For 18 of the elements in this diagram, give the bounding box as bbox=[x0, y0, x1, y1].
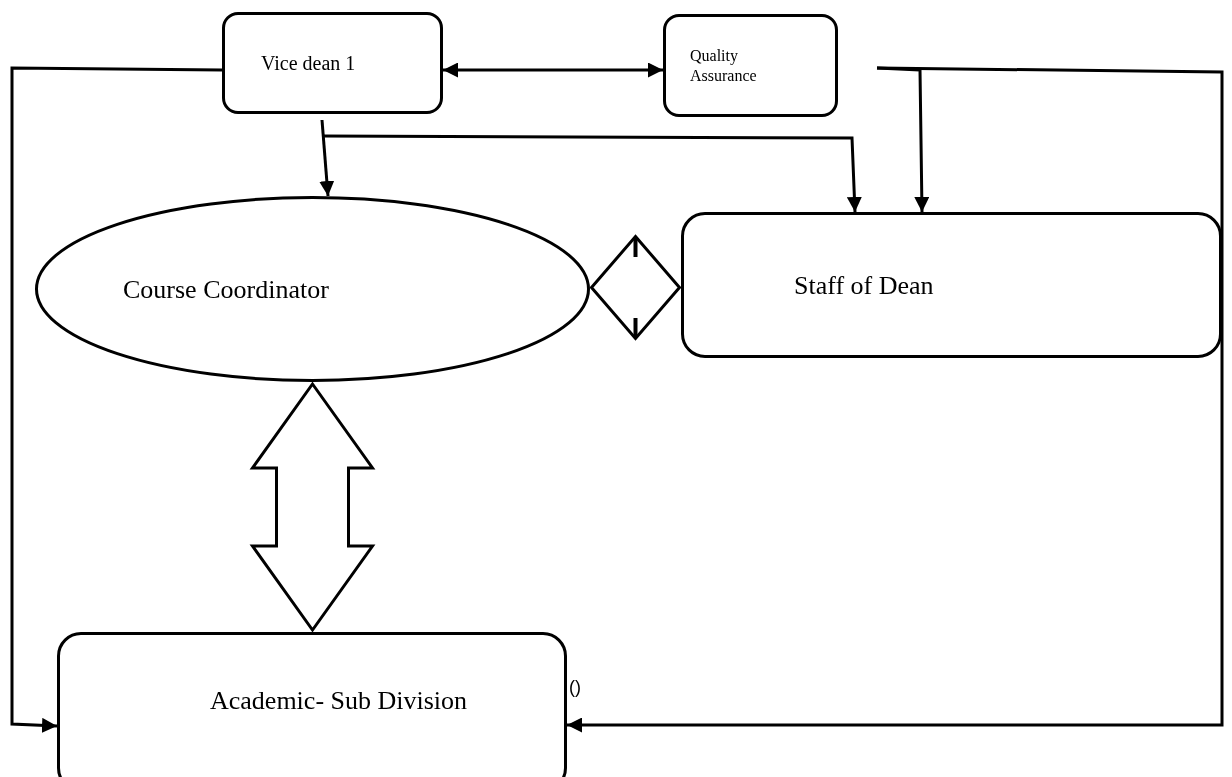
node-label: Quality Assurance bbox=[690, 45, 758, 86]
node-label: Course Coordinator bbox=[123, 273, 329, 306]
arrow bbox=[322, 134, 862, 213]
process-box bbox=[663, 14, 838, 117]
node-label: Staff of Dean bbox=[794, 269, 934, 302]
arrow bbox=[876, 66, 930, 213]
relationship-diamond bbox=[589, 234, 682, 341]
node-label: Vice dean 1 bbox=[261, 51, 356, 76]
block-double-arrow bbox=[249, 381, 376, 633]
ellipse-node bbox=[35, 196, 590, 382]
arrow bbox=[443, 62, 663, 78]
arrow bbox=[567, 66, 1224, 733]
arrow bbox=[319, 119, 335, 197]
node-label: Academic- Sub Division bbox=[210, 684, 468, 717]
process-box bbox=[57, 632, 567, 777]
process-box bbox=[222, 12, 443, 114]
stray-text: () bbox=[569, 676, 581, 699]
arrow bbox=[10, 66, 222, 733]
